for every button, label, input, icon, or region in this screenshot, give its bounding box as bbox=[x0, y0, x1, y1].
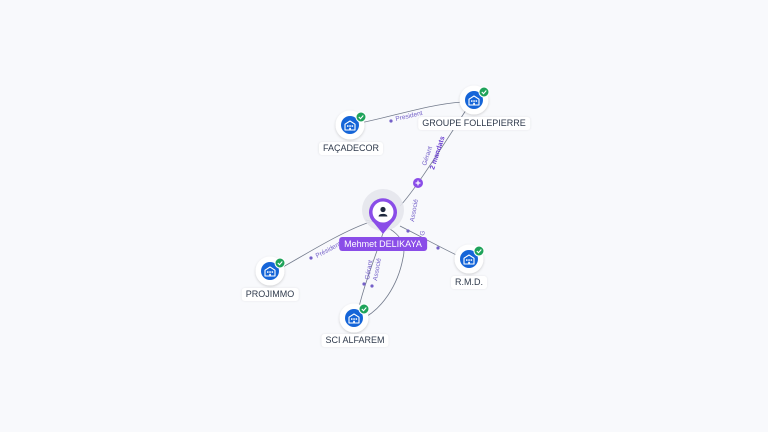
edge-arrow-dot bbox=[370, 284, 374, 288]
edge-arrow-dot bbox=[406, 229, 410, 233]
company-label-rmd[interactable]: R.M.D. bbox=[451, 276, 487, 289]
company-node-sci-alfarem[interactable] bbox=[339, 303, 370, 333]
person-node[interactable] bbox=[362, 189, 404, 234]
verified-check-icon bbox=[274, 257, 286, 269]
verified-check-icon bbox=[478, 86, 490, 98]
company-node-rmd[interactable] bbox=[454, 244, 485, 274]
edge-arrow-dot bbox=[436, 246, 440, 250]
company-node-projimmo[interactable] bbox=[255, 256, 286, 286]
edge-label-gerant-sci: Gérant bbox=[364, 259, 374, 280]
company-label-sci-alfarem[interactable]: SCI ALFAREM bbox=[321, 334, 389, 347]
edge-arrow-dot bbox=[309, 256, 313, 260]
person-name-label[interactable]: Mehmet DELIKAYA bbox=[339, 237, 427, 251]
company-label-facadecor[interactable]: FAÇADECOR bbox=[318, 142, 384, 155]
company-label-projimmo[interactable]: PROJIMMO bbox=[241, 288, 299, 301]
edge-arrow-dot bbox=[362, 282, 366, 286]
edge-label-g-rmd: G bbox=[419, 230, 427, 236]
edge-label-associe-rmd: Associé bbox=[409, 198, 420, 222]
expand-mandates-button[interactable] bbox=[413, 178, 423, 188]
company-node-facadecor[interactable] bbox=[335, 110, 367, 140]
edge-label-associe-sci: Associé bbox=[372, 257, 383, 281]
verified-check-icon bbox=[358, 303, 370, 315]
company-label-groupe-follepierre[interactable]: GROUPE FOLLEPIERRE bbox=[418, 117, 530, 130]
edge-arrow-dot bbox=[389, 119, 393, 123]
plus-icon bbox=[415, 180, 421, 186]
user-icon bbox=[378, 206, 388, 217]
verified-check-icon bbox=[355, 111, 367, 123]
verified-check-icon bbox=[473, 245, 485, 257]
company-node-groupe-follepierre[interactable] bbox=[459, 85, 490, 115]
